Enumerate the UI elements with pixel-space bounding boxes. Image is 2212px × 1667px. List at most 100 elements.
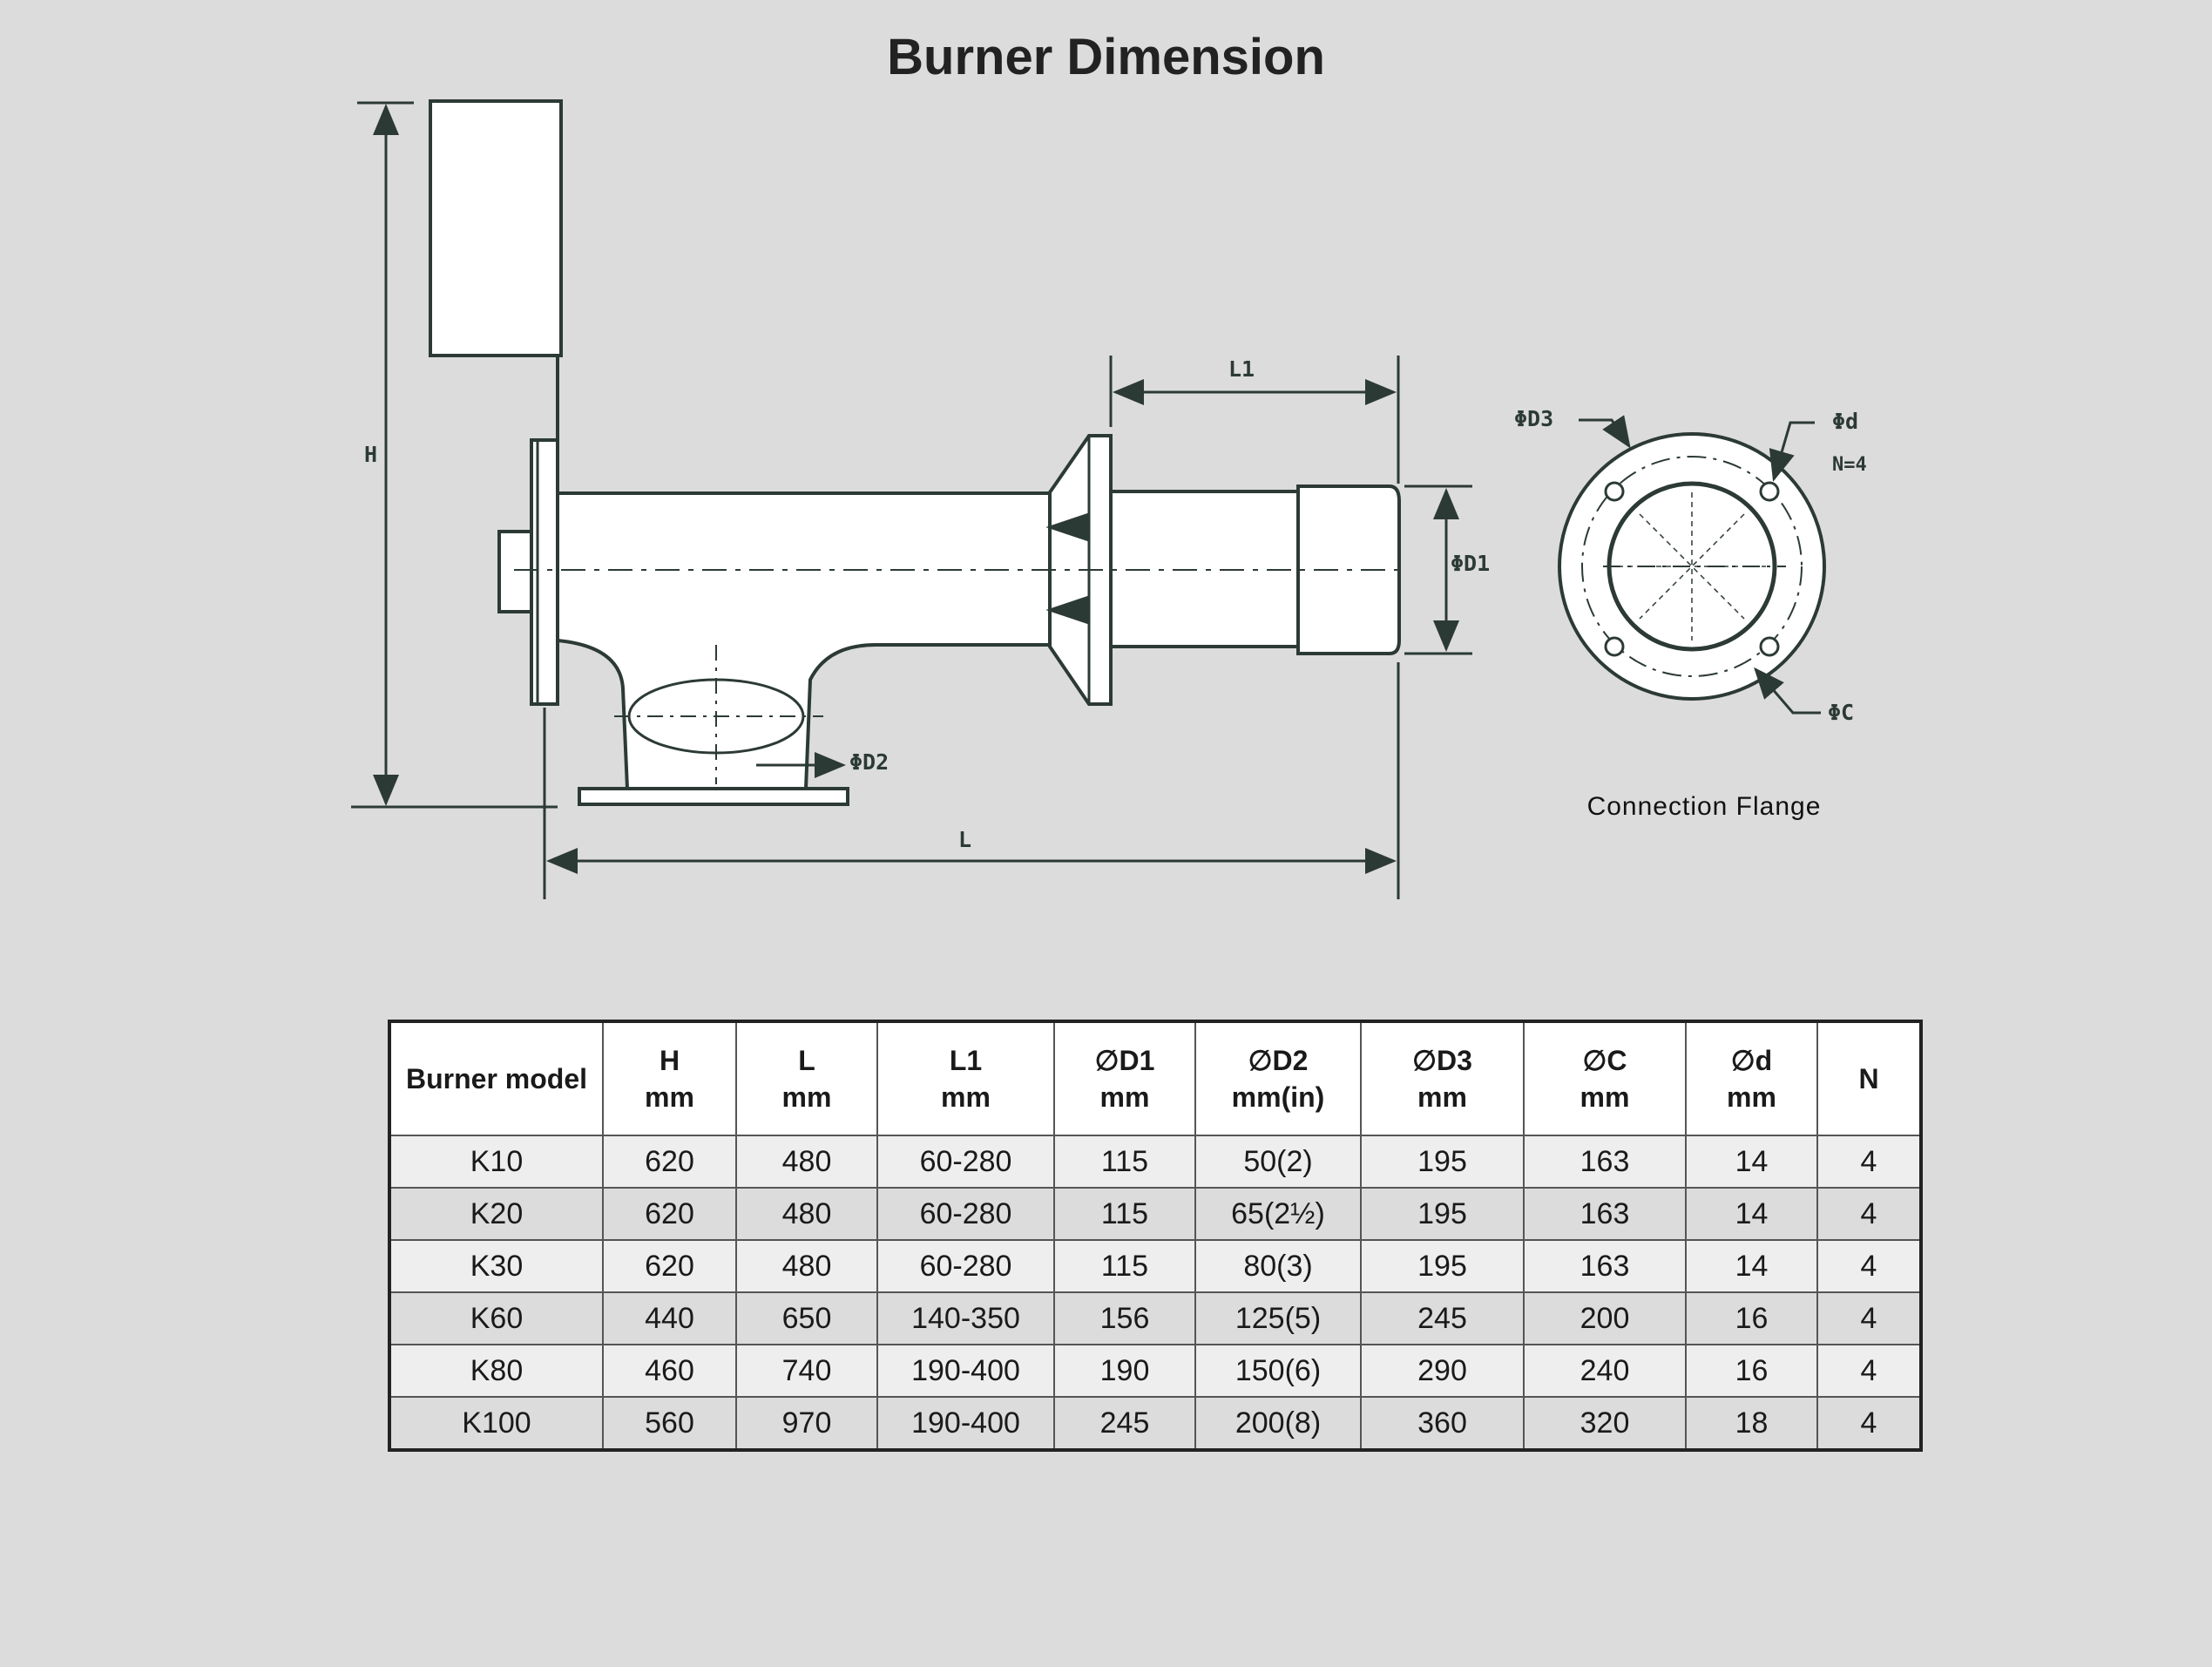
table-cell: 150(6): [1194, 1344, 1362, 1398]
control-box: [429, 99, 563, 357]
column-header-unit: mm: [941, 1081, 991, 1113]
table-cell: 163: [1523, 1135, 1687, 1189]
h-label: H: [364, 442, 377, 467]
table-cell: 4: [1816, 1239, 1922, 1293]
column-header: ∅d mm: [1685, 1020, 1818, 1136]
l1-label: L1: [1228, 356, 1255, 382]
table-cell: 140-350: [876, 1291, 1055, 1345]
table-cell: 190-400: [876, 1344, 1055, 1398]
column-header-name: L1: [949, 1045, 983, 1076]
table-cell: 156: [1053, 1291, 1196, 1345]
column-header-name: ∅D3: [1412, 1045, 1472, 1076]
d2-label: ΦD2: [849, 749, 889, 775]
table-cell: 18: [1685, 1396, 1818, 1451]
table-cell: 190-400: [876, 1396, 1055, 1451]
table-cell: 60-280: [876, 1187, 1055, 1241]
table-cell: 125(5): [1194, 1291, 1362, 1345]
d3-label: ΦD3: [1514, 406, 1553, 431]
burner-model-cell: K10: [389, 1135, 604, 1189]
table-cell: 740: [735, 1344, 878, 1398]
table-cell: 320: [1523, 1396, 1687, 1451]
column-header-unit: mm: [781, 1081, 832, 1113]
table-cell: 4: [1816, 1344, 1922, 1398]
bolt-count-label: N=4: [1832, 454, 1867, 476]
table-cell: 14: [1685, 1239, 1818, 1293]
table-cell: 480: [735, 1239, 878, 1293]
column-header-name: ∅D2: [1248, 1045, 1309, 1076]
page-title: Burner Dimension: [887, 29, 1325, 85]
bolt-d-label: Φd: [1832, 409, 1858, 434]
column-header-name: N: [1858, 1063, 1879, 1094]
column-header-unit: mm(in): [1231, 1081, 1325, 1113]
bottom-flange: [578, 787, 849, 806]
flange-caption: Connection Flange: [1587, 792, 1822, 821]
burner-model-cell: K30: [389, 1239, 604, 1293]
bolt-hole: [1604, 636, 1625, 657]
burner-model-cell: K60: [389, 1291, 604, 1345]
table-cell: 290: [1360, 1344, 1525, 1398]
table-cell: 16: [1685, 1344, 1818, 1398]
column-header-unit: mm: [645, 1081, 694, 1113]
table-cell: 50(2): [1194, 1135, 1362, 1189]
column-header-name: ∅C: [1582, 1045, 1627, 1076]
column-header-name: Burner model: [405, 1063, 588, 1094]
table-cell: 115: [1053, 1135, 1196, 1189]
table-cell: 200(8): [1194, 1396, 1362, 1451]
bolt-hole: [1759, 636, 1780, 657]
l-dimension-line: [543, 662, 1400, 899]
c-label: ΦC: [1828, 700, 1854, 725]
table-cell: 480: [735, 1135, 878, 1189]
column-header-name: ∅D1: [1094, 1045, 1155, 1076]
d1-dimension-line: [1404, 485, 1472, 655]
table-cell: 14: [1685, 1135, 1818, 1189]
table-cell: 200: [1523, 1291, 1687, 1345]
table-cell: 65(2½): [1194, 1187, 1362, 1241]
table-cell: 4: [1816, 1187, 1922, 1241]
table-cell: 4: [1816, 1291, 1922, 1345]
table-cell: 480: [735, 1187, 878, 1241]
table-cell: 245: [1053, 1396, 1196, 1451]
table-cell: 620: [602, 1135, 737, 1189]
table-cell: 4: [1816, 1396, 1922, 1451]
table-cell: 240: [1523, 1344, 1687, 1398]
column-header-name: ∅d: [1730, 1045, 1773, 1076]
burner-model-cell: K20: [389, 1187, 604, 1241]
table-cell: 245: [1360, 1291, 1525, 1345]
table-cell: 115: [1053, 1239, 1196, 1293]
connection-flange: [1558, 415, 1826, 715]
column-header-unit: mm: [1727, 1081, 1776, 1113]
table-cell: 163: [1523, 1239, 1687, 1293]
rear-flange: [530, 438, 559, 706]
table-cell: 620: [602, 1187, 737, 1241]
table-cell: 16: [1685, 1291, 1818, 1345]
table-cell: 560: [602, 1396, 737, 1451]
bolt-hole: [1759, 481, 1780, 502]
table-cell: 195: [1360, 1187, 1525, 1241]
table-cell: 360: [1360, 1396, 1525, 1451]
table-cell: 115: [1053, 1187, 1196, 1241]
table-cell: 14: [1685, 1187, 1818, 1241]
bolt-hole: [1604, 481, 1625, 502]
table-cell: 163: [1523, 1187, 1687, 1241]
table-cell: 620: [602, 1239, 737, 1293]
d1-label: ΦD1: [1451, 551, 1490, 576]
column-header: N: [1816, 1020, 1922, 1136]
column-header: ∅D2 mm(in): [1194, 1020, 1362, 1136]
table-cell: 440: [602, 1291, 737, 1345]
column-header-unit: mm: [1417, 1081, 1467, 1113]
l1-dimension-line: [1109, 356, 1400, 484]
burner-body: [556, 491, 1052, 790]
burner-model-cell: K80: [389, 1344, 604, 1398]
table-cell: 190: [1053, 1344, 1196, 1398]
table-cell: 195: [1360, 1135, 1525, 1189]
